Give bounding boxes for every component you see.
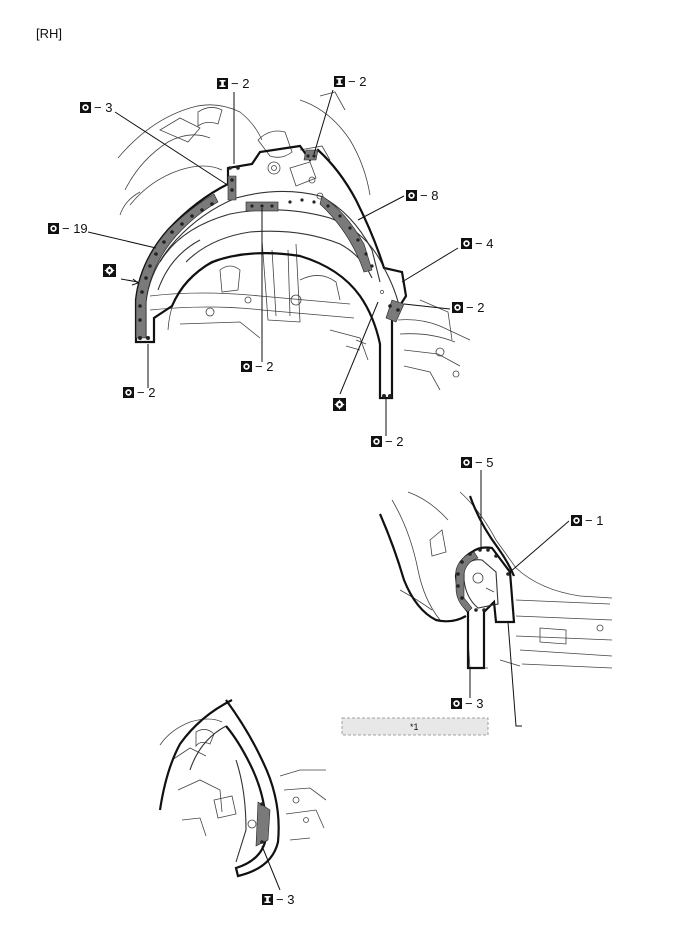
callout-text: − 3 [465,696,483,711]
main-spot-welds [138,154,400,398]
view-label: [RH] [36,26,62,41]
wheel-arch-detail-view [158,699,327,891]
callout-text: − 2 [348,74,366,89]
callout-c7: − 2 [452,300,484,315]
callout-c5: − 19 [48,221,88,236]
circle-weld-icon [48,223,59,234]
circle-weld-icon [406,190,417,201]
callout-c1: − 2 [217,76,249,91]
callout-gear-right [332,397,347,412]
callout-c3: − 3 [80,100,112,115]
callout-c9: − 2 [123,385,155,400]
callout-text: − 2 [137,385,155,400]
callout-text: − 2 [466,300,484,315]
callout-text: − 3 [94,100,112,115]
callout-c12: − 1 [571,513,603,528]
circle-weld-icon [371,436,382,447]
circle-weld-icon [452,302,463,313]
callout-c4: − 8 [406,188,438,203]
callout-c11: − 5 [461,455,493,470]
callout-c6: − 4 [461,236,493,251]
main-wheelhouse-view [87,89,471,436]
callout-text: − 5 [475,455,493,470]
callout-c10: − 2 [371,434,403,449]
note-box: *1 [341,717,489,736]
callout-gear-left [102,263,117,278]
note-label: *1 [410,722,419,732]
circle-weld-icon [461,457,472,468]
callout-c2: − 2 [334,74,366,89]
callout-text: − 1 [585,513,603,528]
callout-text: − 19 [62,221,88,236]
callout-text: − 4 [475,236,493,251]
spot-weld-icon [334,76,345,87]
circle-weld-icon [571,515,582,526]
spot-weld-icon [217,78,228,89]
callout-text: − 2 [255,359,273,374]
circle-weld-icon [241,361,252,372]
disassembly-gear-icon [102,263,117,278]
callout-text: − 2 [385,434,403,449]
callout-text: − 3 [276,892,294,907]
circle-weld-icon [451,698,462,709]
spot-weld-icon [262,894,273,905]
callout-c14: − 3 [262,892,294,907]
circle-weld-icon [80,102,91,113]
circle-weld-icon [123,387,134,398]
callout-text: − 8 [420,188,438,203]
callout-c8: − 2 [241,359,273,374]
pillar-detail-view [378,470,613,727]
callout-c13: − 3 [451,696,483,711]
circle-weld-icon [461,238,472,249]
callout-text: − 2 [231,76,249,91]
disassembly-gear-icon [332,397,347,412]
